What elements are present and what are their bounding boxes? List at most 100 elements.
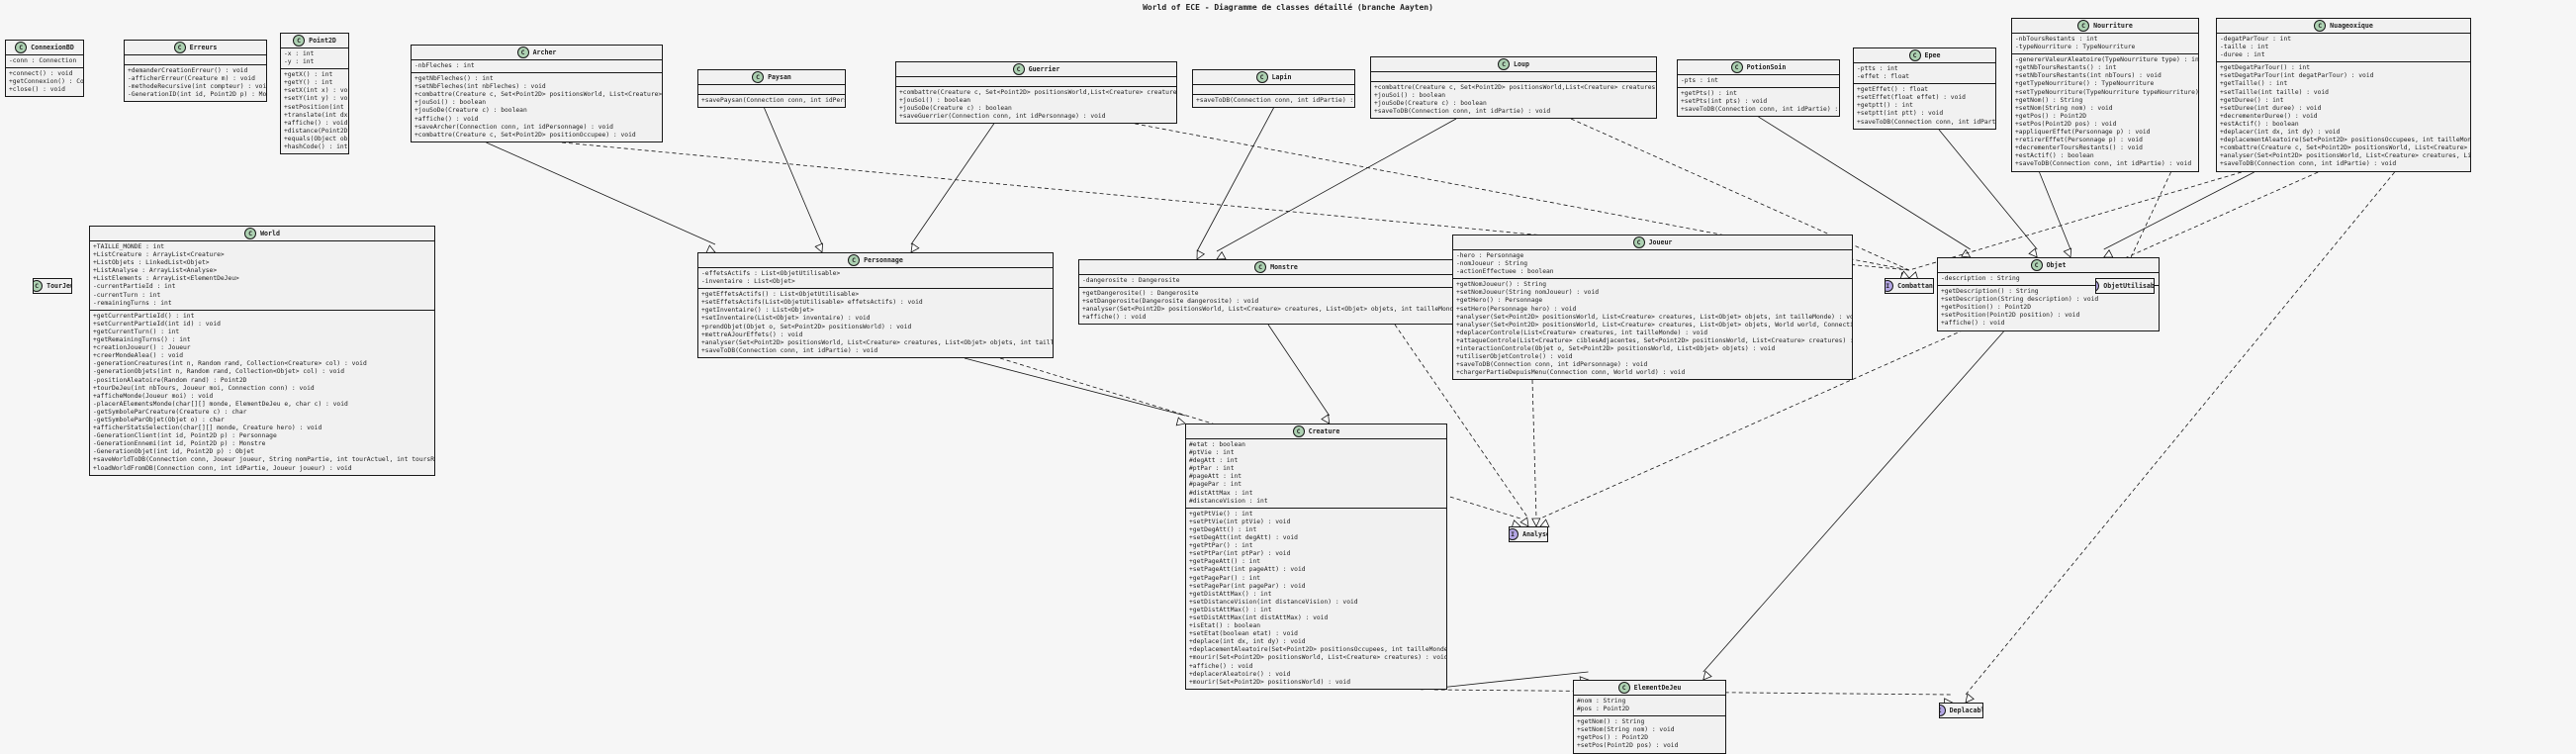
method-line: +getCurrentTurn() : int xyxy=(93,328,180,335)
class-badge-icon: C xyxy=(1292,425,1305,437)
method-line: +saveWorldToDB(Connection conn, Joueur j… xyxy=(93,456,434,464)
method-line: +setDistanceVision(int distanceVision) :… xyxy=(1189,598,1358,606)
methods-section: +savePaysan(Connection conn, int idPerso… xyxy=(698,95,845,107)
attribute-line: #etat : boolean xyxy=(1189,441,1245,448)
method-line: +saveToDB(Connection conn, int idPartie)… xyxy=(1374,108,1551,116)
method-line: +getPageAtt() : int xyxy=(1189,558,1261,566)
method-line: +getTaille() : int xyxy=(2220,80,2288,88)
realization-line xyxy=(1531,379,1537,519)
class-badge-icon: C xyxy=(293,35,306,47)
methods-section: +getDegatParTour() : int+setDegatParTour… xyxy=(2217,62,2470,170)
class-header: IDeplacable xyxy=(1940,704,1982,717)
class-name: Guerrier xyxy=(1028,64,1060,73)
method-line: +setNbToursRestants(int nbTours) : void xyxy=(2015,72,2162,80)
attribute-line: -nbToursRestants : int xyxy=(2015,36,2098,43)
class-objetutilisable: IObjetUtilisable xyxy=(2095,278,2155,294)
method-line: +combattre(Creature c, Set<Point2D> posi… xyxy=(899,89,1177,96)
method-line: +getDistAttMax() : int xyxy=(1189,606,1272,613)
method-line: -GenerationID(int id, Point2D p) : Monst… xyxy=(128,91,267,99)
method-line: +chargerPartieDepuisMenu(Connection conn… xyxy=(1456,369,1686,377)
methods-section: +getPts() : int+setPts(int pts) : void+s… xyxy=(1678,88,1839,116)
method-line: +saveArcher(Connection conn, int idPerso… xyxy=(414,123,613,131)
method-line: -placerAElementsMonde(char[][] monde, El… xyxy=(93,400,348,408)
method-line: +getPagePar() : int xyxy=(1189,574,1261,582)
method-line: +getY() : int xyxy=(284,79,333,87)
method-line: +getNom() : String xyxy=(1577,718,1645,726)
method-line: -generationCreatures(int n, Random rand,… xyxy=(93,360,367,368)
method-line: +tourDeJeu(int nbTours, Joueur moi, Conn… xyxy=(93,384,315,392)
methods-section: +getNomJoueur() : String+setNomJoueur(St… xyxy=(1453,279,1852,379)
method-line: +setDangerosite(Dangerosite dangerosite)… xyxy=(1082,298,1259,306)
method-line: +afficherStatsSelection(char[][] monde, … xyxy=(93,424,322,432)
class-name: Point2D xyxy=(309,36,336,45)
method-line: +getDegatParTour() : int xyxy=(2220,64,2310,72)
method-line: +setPtVie(int ptVie) : void xyxy=(1189,518,1291,525)
method-line: +getConnexion() : Connection xyxy=(9,78,84,86)
method-line: +distance(Point2D p) : float xyxy=(284,127,348,135)
method-line: +hashCode() : int xyxy=(284,143,348,151)
attribute-line: #distAttMax : int xyxy=(1189,489,1253,497)
attribute-line: #pageAtt : int xyxy=(1189,473,1242,481)
method-line: +deplacerAleatoire() : void xyxy=(1189,670,1291,678)
inheritance-line xyxy=(1758,116,1971,250)
method-line: +setPosition(Point2D position) : void xyxy=(1941,312,2080,320)
method-line: +deplacementAleatoire(Set<Point2D> posit… xyxy=(2220,137,2471,144)
methods-section: +demanderCreationErreur() : void-affiche… xyxy=(125,65,266,101)
methods-section: +getPtVie() : int+setPtVie(int ptVie) : … xyxy=(1186,509,1446,689)
class-badge-icon: C xyxy=(34,280,44,292)
attributes-section xyxy=(125,55,266,65)
method-line: +setTypeNourriture(TypeNourriture typeNo… xyxy=(2015,88,2199,96)
method-line: +analyser(Set<Point2D> positionsWorld, L… xyxy=(1456,313,1853,321)
class-badge-icon: C xyxy=(2077,20,2090,32)
class-name: Objet xyxy=(2046,260,2067,269)
attribute-line: #nom : String xyxy=(1577,698,1626,705)
class-name: Creature xyxy=(1308,426,1340,435)
attribute-line: -dangerosite : Dangerosite xyxy=(1082,277,1180,284)
arrowhead-icon xyxy=(2028,247,2038,258)
method-line: -getSymboleParObjet(Objet o) : char xyxy=(93,416,225,424)
method-line: +affiche() : void xyxy=(414,115,479,123)
method-line: +analyser(Set<Point2D> positionsWorld, L… xyxy=(2220,152,2471,160)
attributes-section: -degatParTour : int-taille : int-duree :… xyxy=(2217,34,2470,63)
method-line: +getDescription() : String xyxy=(1941,288,2039,296)
method-line: -GenerationEnnemi(int id, Point2D p) : M… xyxy=(93,440,266,448)
class-name: Loup xyxy=(1514,59,1529,68)
method-line: +setNom(String nom) : void xyxy=(2015,104,2113,112)
inheritance-line xyxy=(1421,671,1589,691)
class-name: PotionSoin xyxy=(1746,62,1787,71)
method-line: +saveToDB(Connection conn, int idPersonn… xyxy=(1456,361,1648,369)
class-badge-icon: C xyxy=(15,42,28,53)
method-line: +estActif() : boolean xyxy=(2015,152,2094,160)
method-line: +getHero() : Personnage xyxy=(1456,297,1543,305)
method-line: +jouSoi() : boolean xyxy=(899,97,971,105)
class-badge-icon: C xyxy=(752,71,765,83)
class-badge-icon: C xyxy=(1908,49,1921,61)
inheritance-line xyxy=(910,123,995,245)
method-line: -getSymboleParCreature(Creature c) : cha… xyxy=(93,408,247,416)
method-line: +affiche() : void xyxy=(1189,662,1253,670)
class-name: TourJeu xyxy=(46,281,72,290)
attributes-section: #etat : boolean#ptVie : int#degAtt : int… xyxy=(1186,439,1446,509)
inheritance-line xyxy=(2103,171,2254,250)
inheritance-line xyxy=(1938,129,2038,250)
method-line: +setDuree(int duree) : void xyxy=(2220,104,2322,112)
method-line: +interactionControle(Objet o, Set<Point2… xyxy=(1456,345,1776,353)
diagram-title: World of ECE - Diagramme de classes déta… xyxy=(1143,3,1433,12)
method-line: +deplace(int dx, int dy) : void xyxy=(1189,638,1306,646)
method-line: +mourir(Set<Point2D> positionsWorld) : v… xyxy=(1189,678,1351,686)
method-line: +getRemainingTurns() : int xyxy=(93,336,191,344)
attribute-line: -currentPartieId : int xyxy=(93,283,176,291)
attribute-line: -degatParTour : int xyxy=(2220,36,2292,43)
inheritance-line xyxy=(764,107,823,245)
inheritance-line xyxy=(1196,107,1274,252)
method-line: +getEffet() : float xyxy=(1857,86,1929,94)
